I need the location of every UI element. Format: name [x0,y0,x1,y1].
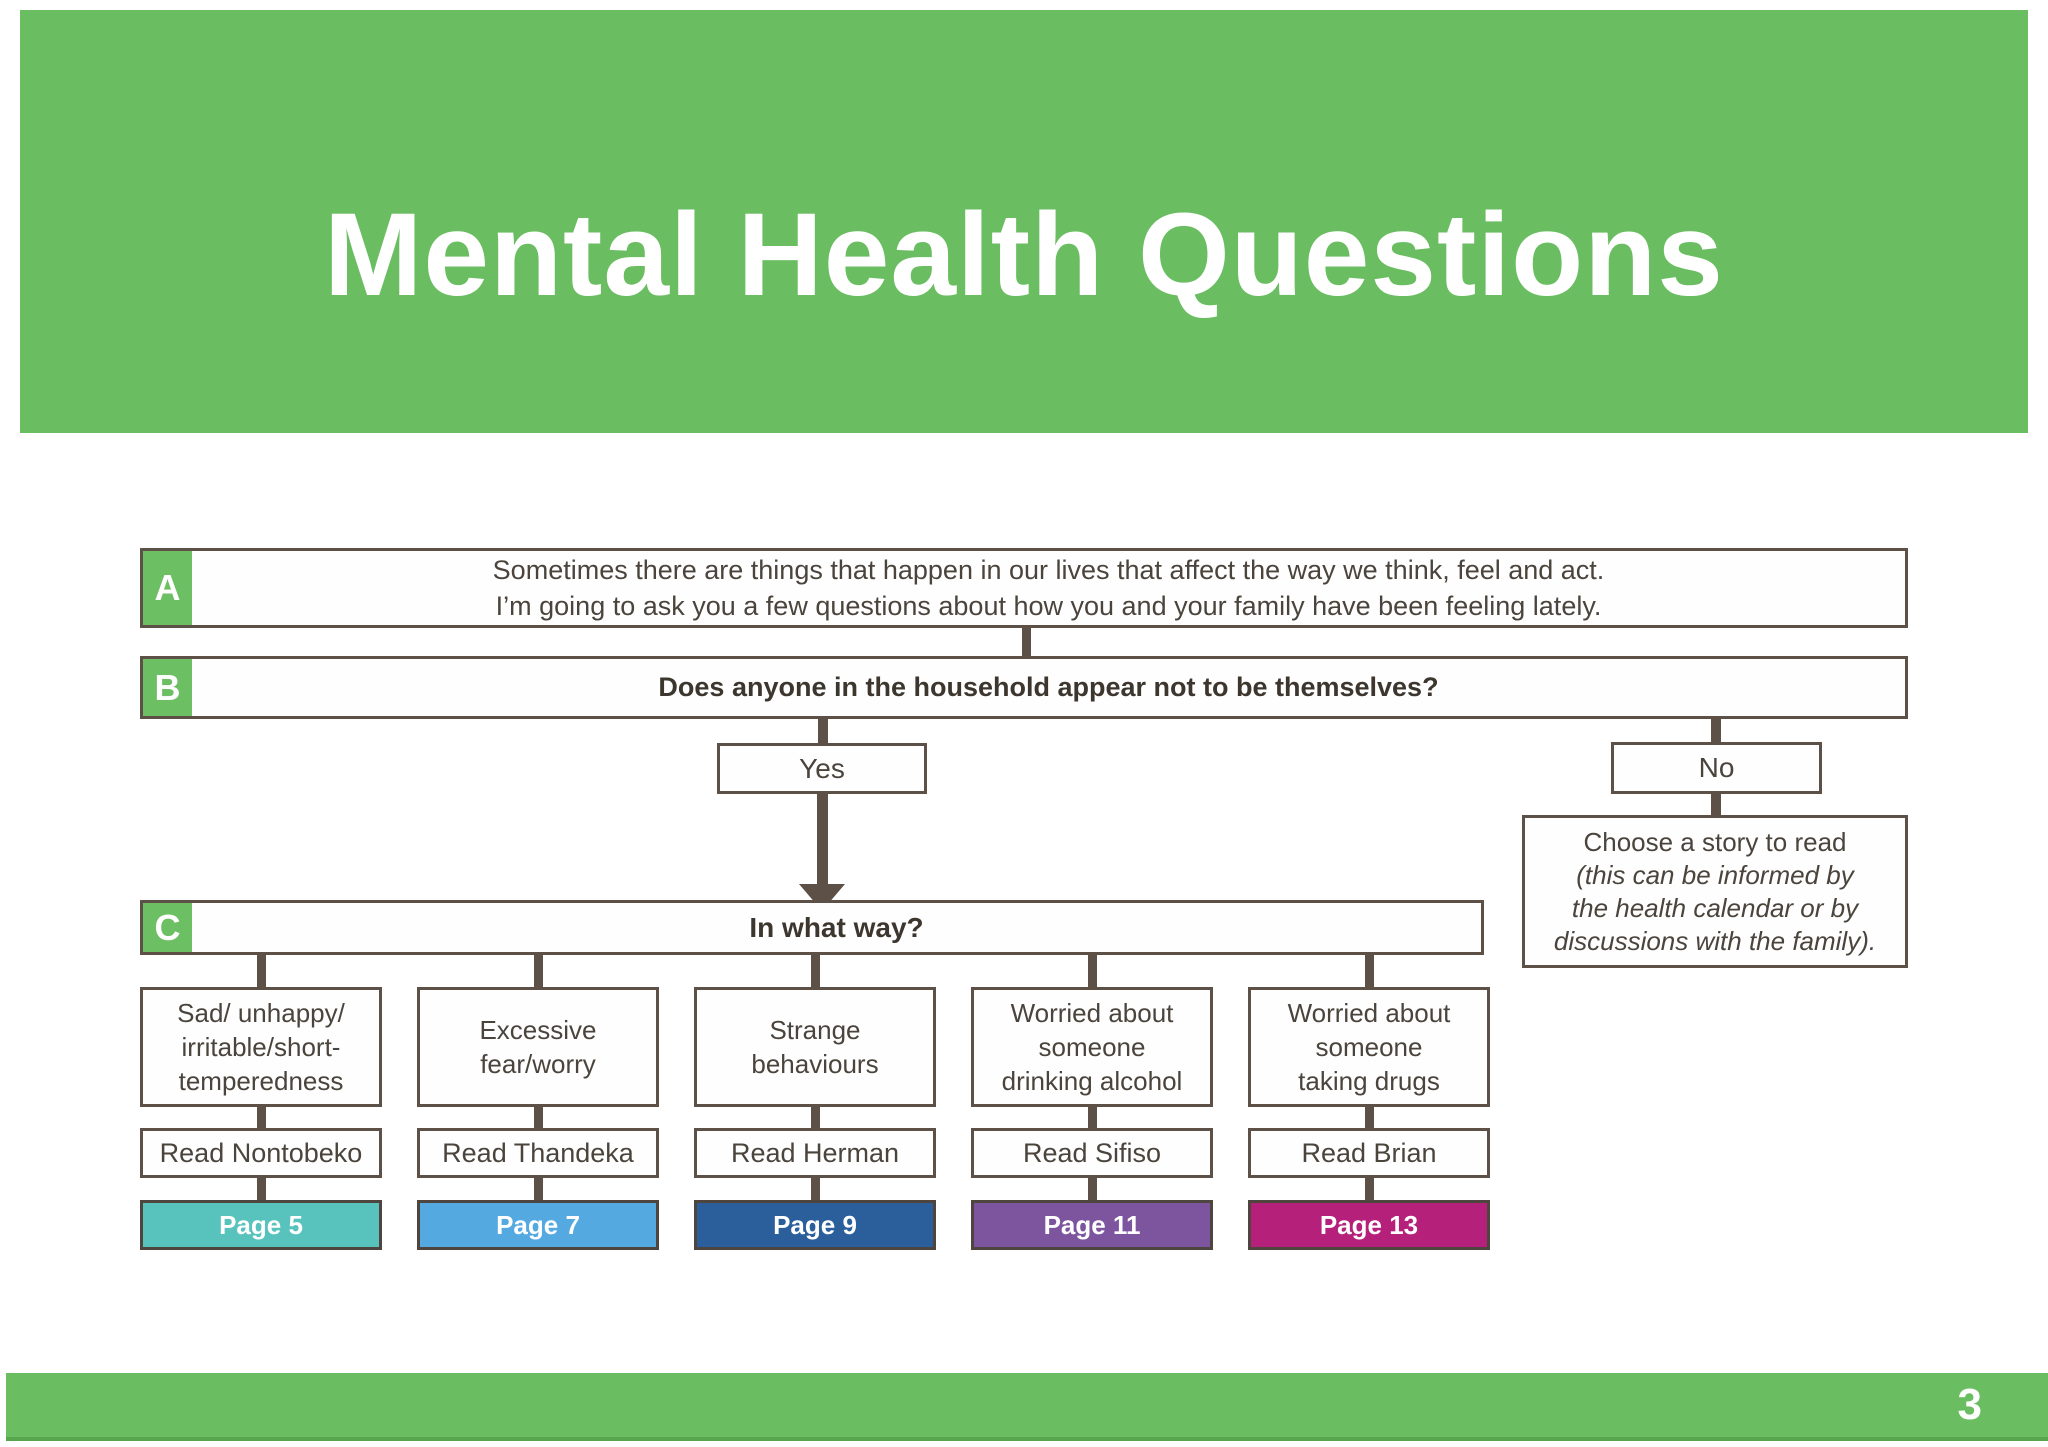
read-box-thandeka: Read Thandeka [417,1128,659,1178]
page-box-7: Page 7 [417,1200,659,1250]
read-text: Read Nontobeko [159,1137,363,1168]
connector-b-no [1711,719,1721,742]
flow-box-b: B Does anyone in the household appear no… [140,656,1908,719]
box-a-text: Sometimes there are things that happen i… [492,555,1605,621]
page-label: Page 9 [773,1209,857,1240]
connector-c-col5 [1365,955,1374,987]
read-text: Read Brian [1301,1137,1437,1168]
symptom-box-strange: Strange behaviours [694,987,936,1107]
symptom-box-alcohol: Worried about someone drinking alcohol [971,987,1213,1107]
symptom-text: Excessive fear/worry [479,1015,597,1079]
box-b-text: Does anyone in the household appear not … [658,672,1439,702]
page-box-11: Page 11 [971,1200,1213,1250]
symptom-text: Strange behaviours [751,1015,879,1079]
symptom-text: Worried about someone taking drugs [1287,998,1451,1096]
header-banner: Mental Health Questions [20,10,2028,433]
page-box-5: Page 5 [140,1200,382,1250]
read-text: Read Thandeka [442,1137,634,1168]
connector-c-col4 [1088,955,1097,987]
read-box-nontobeko: Read Nontobeko [140,1128,382,1178]
choose-story-line1: Choose a story to read [1583,826,1847,857]
page-label: Page 13 [1319,1209,1419,1240]
connector-read-page3 [811,1178,820,1200]
connector-c-col3 [811,955,820,987]
connector-read-page1 [257,1178,266,1200]
flow-box-c: C In what way? [140,900,1484,955]
connector-read-page5 [1365,1178,1374,1200]
yes-arrow-shaft [817,794,828,885]
row-label-b: B [143,659,192,716]
connector-sym-read3 [811,1107,820,1130]
row-label-a: A [143,551,192,625]
connector-a-b [1022,628,1031,656]
connector-b-yes [818,719,828,743]
read-box-brian: Read Brian [1248,1128,1490,1178]
yes-label: Yes [799,752,845,784]
choose-story-italic-lines: (this can be informed by the health cale… [1553,859,1877,956]
page-label: Page 5 [219,1209,303,1240]
choose-story-box: Choose a story to read (this can be info… [1522,815,1908,968]
no-box: No [1611,742,1822,794]
no-label: No [1698,752,1735,783]
symptom-text: Worried about someone drinking alcohol [1001,998,1183,1096]
connector-sym-read1 [257,1107,266,1130]
box-c-text: In what way? [749,911,924,943]
slide-title: Mental Health Questions [324,188,1724,321]
page-box-13: Page 13 [1248,1200,1490,1250]
read-box-herman: Read Herman [694,1128,936,1178]
connector-sym-read2 [534,1107,543,1130]
connector-c-col2 [534,955,543,987]
connector-read-page2 [534,1178,543,1200]
connector-c-col1 [257,955,266,987]
connector-sym-read4 [1088,1107,1097,1130]
flow-box-a: A Sometimes there are things that happen… [140,548,1908,628]
yes-box: Yes [717,743,927,794]
footer-bar: 3 [6,1373,2048,1441]
page-label: Page 7 [496,1209,580,1240]
page-number: 3 [1957,1380,1982,1429]
read-box-sifiso: Read Sifiso [971,1128,1213,1178]
connector-read-page4 [1088,1178,1097,1200]
symptom-box-fear: Excessive fear/worry [417,987,659,1107]
symptom-box-sad: Sad/ unhappy/ irritable/short- temperedn… [140,987,382,1107]
row-label-c: C [143,903,192,952]
read-text: Read Sifiso [1022,1137,1162,1168]
page-label: Page 11 [1043,1209,1141,1240]
symptom-box-drugs: Worried about someone taking drugs [1248,987,1490,1107]
read-text: Read Herman [730,1137,900,1168]
connector-no-choose [1711,794,1721,815]
connector-sym-read5 [1365,1107,1374,1130]
symptom-text: Sad/ unhappy/ irritable/short- temperedn… [177,998,345,1096]
page-box-9: Page 9 [694,1200,936,1250]
